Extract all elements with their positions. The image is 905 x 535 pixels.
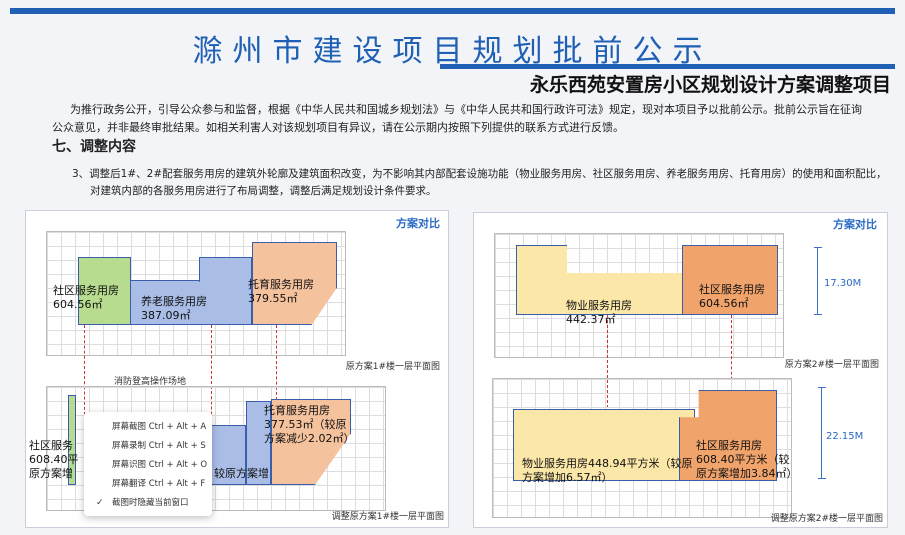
room-elderly-upper: [199, 257, 252, 282]
label-elderly-adj: 较原方案增: [214, 467, 269, 480]
compare-label: 方案对比: [396, 217, 440, 230]
arrow: [84, 325, 85, 415]
room-community: [68, 395, 76, 485]
page-title: 滁州市建设项目规划批前公示: [192, 34, 713, 69]
room-community: [682, 245, 778, 315]
arrow: [276, 325, 277, 400]
arrow: [607, 315, 608, 423]
site-label: 消防登高操作场地: [114, 377, 187, 387]
screenshot-context-menu: 屏幕截图 Ctrl + Alt + A 屏幕录制 Ctrl + Alt + S …: [84, 412, 212, 516]
orig-caption: 原方案1#楼一层平面图: [345, 362, 440, 372]
menu-item-hide-window[interactable]: ✓截图时隐藏当前窗口: [84, 494, 212, 513]
intro-line: 为推行政务公开，引导公众参与和监督，根据《中华人民共和国城乡规划法》与《中华人民…: [70, 103, 862, 116]
dimension-adj: 22.15M: [826, 431, 864, 442]
menu-item-screenshot[interactable]: 屏幕截图 Ctrl + Alt + A: [112, 422, 207, 432]
menu-item-recognize[interactable]: 屏幕识图 Ctrl + Alt + O: [112, 460, 208, 470]
menu-item-record[interactable]: 屏幕录制 Ctrl + Alt + S: [112, 441, 206, 451]
label-property-adj: 物业服务用房448.94平方米（较原方案增加6.57㎡）: [522, 457, 693, 484]
dimension-line: [814, 247, 822, 315]
arrow: [731, 315, 732, 390]
orig-caption: 原方案2#楼一层平面图: [784, 360, 879, 370]
adj-caption: 调整原方案1#楼一层平面图: [331, 512, 444, 522]
dimension-orig: 17.30M: [824, 278, 862, 289]
section-heading: 七、调整内容: [52, 139, 136, 155]
room-community: [78, 257, 131, 325]
arrow: [211, 325, 212, 440]
section-para: 3、调整后1#、2#配套服务用房的建筑外轮廓及建筑面积改变，为不影响其内部配套设…: [72, 168, 887, 180]
adj-caption: 调整原方案2#楼一层平面图: [770, 514, 883, 524]
intro-line: 公众意见，并非最终审批结果。如相关利害人对该规划项目有异议，请在公示期内按照下列…: [52, 121, 624, 134]
page-subtitle: 永乐西苑安置房小区规划设计方案调整项目: [529, 74, 891, 96]
checkmark-icon: ✓: [96, 498, 104, 508]
subtitle-bar: [440, 64, 895, 69]
dimension-line: [818, 387, 826, 479]
room-elderly-upper: [246, 401, 271, 485]
compare-label: 方案对比: [833, 218, 877, 231]
room-elderly: [130, 280, 252, 325]
top-bar: [10, 8, 895, 14]
menu-item-translate[interactable]: 屏幕翻译 Ctrl + Alt + F: [112, 479, 206, 489]
section-para: 对建筑内部的各服务用房进行了布局调整，调整后满足规划设计条件要求。: [90, 185, 437, 197]
room-property: [513, 409, 695, 481]
